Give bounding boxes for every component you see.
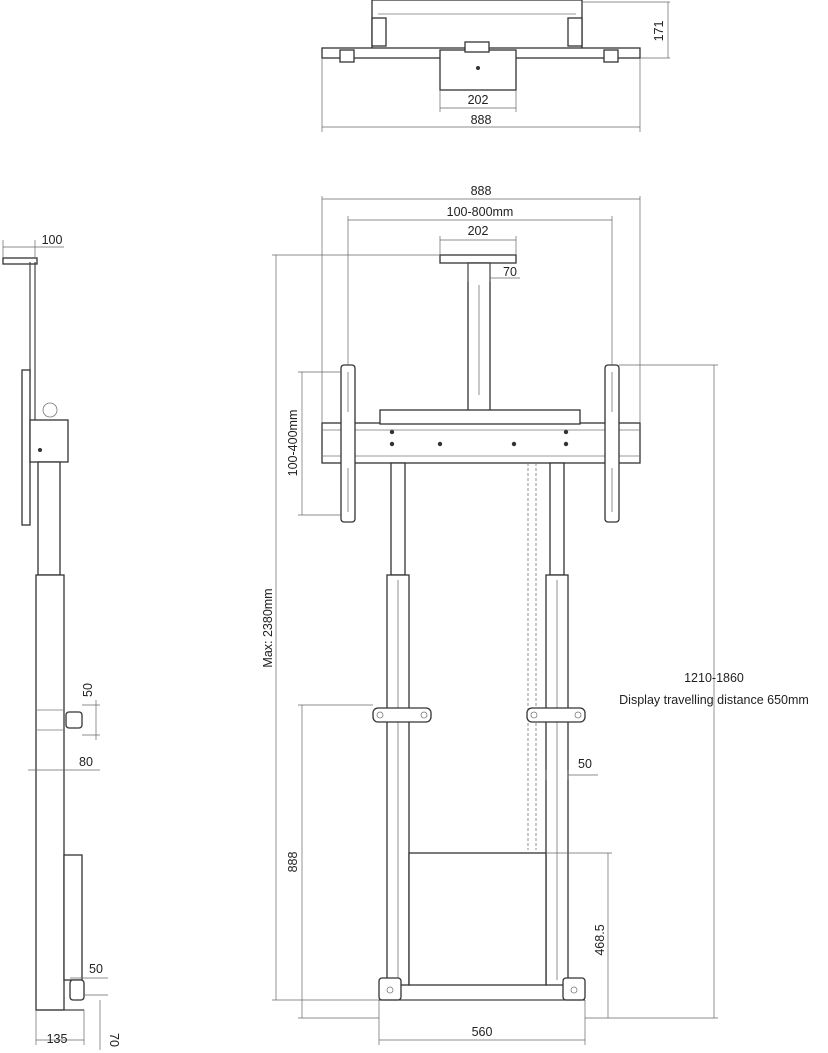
front-view xyxy=(272,196,718,1045)
foot-left xyxy=(378,977,402,1001)
side-display-plate xyxy=(21,369,31,526)
side-top-depth-label: 100 xyxy=(42,233,63,247)
box-height-label: 468.5 xyxy=(593,924,607,955)
side-crossbar xyxy=(29,419,69,463)
side-foot-gap-label: 50 xyxy=(89,962,103,976)
side-ceiling-bracket xyxy=(2,257,38,265)
travel-range-label: 1210-1860 xyxy=(684,671,744,685)
side-upper-column xyxy=(37,461,61,576)
travel-distance-label: Display travelling distance 650mm xyxy=(619,693,809,707)
wall-bracket-right xyxy=(526,707,586,723)
wall-bracket-left xyxy=(372,707,432,723)
side-column-depth-label: 80 xyxy=(79,755,93,769)
lower-height-label: 888 xyxy=(286,852,300,873)
base-width-label: 560 xyxy=(472,1025,493,1039)
top-height-label: 171 xyxy=(652,21,666,42)
side-box xyxy=(63,854,83,981)
side-view xyxy=(2,240,108,1050)
foot-right xyxy=(562,977,586,1001)
top-total-width-label: 888 xyxy=(471,113,492,127)
top-view xyxy=(321,0,670,132)
column-top-label: 202 xyxy=(468,224,489,238)
cabinet-box xyxy=(408,852,547,986)
right-column-upper xyxy=(549,462,565,576)
left-column-upper xyxy=(390,462,406,576)
side-base-depth-label: 135 xyxy=(47,1032,68,1046)
bracket-offset-label: 50 xyxy=(578,757,592,771)
side-bracket-gap-label: 50 xyxy=(81,683,95,697)
top-bracket-width-label: 202 xyxy=(468,93,489,107)
ceiling-bracket xyxy=(439,254,517,264)
max-height-label: Max: 2380mm xyxy=(261,588,275,667)
vesa-height-label: 100-400mm xyxy=(286,410,300,477)
side-lower-column xyxy=(35,574,65,1011)
side-foot-height-label: 70 xyxy=(107,1033,121,1047)
front-total-width-label: 888 xyxy=(471,184,492,198)
column-side-label: 70 xyxy=(503,265,517,279)
vesa-range-label: 100-800mm xyxy=(447,205,514,219)
crossbar xyxy=(321,422,641,464)
